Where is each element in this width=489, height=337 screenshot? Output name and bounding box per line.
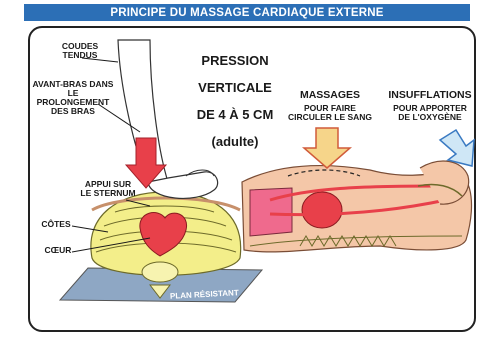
label-massages-sub: POUR FAIRE CIRCULER LE SANG (280, 104, 380, 122)
lateral-body (242, 161, 472, 252)
lateral-heart (302, 192, 342, 228)
label-pression-line3: DE 4 À 5 CM (195, 108, 275, 122)
massage-arrow (304, 128, 350, 168)
label-massages: MASSAGES (282, 90, 378, 101)
label-appui-sternum: APPUI SUR LE STERNUM (80, 180, 136, 198)
label-pression-line4: (adulte) (195, 135, 275, 149)
label-pression-line1: PRESSION (195, 54, 275, 68)
label-insufflations: INSUFFLATIONS (382, 90, 478, 101)
label-avant-bras: AVANT-BRAS DANS LE PROLONGEMENT DES BRAS (32, 80, 114, 116)
label-insufflations-sub: POUR APPORTER DE L'OXYGÈNE (384, 104, 476, 122)
label-coudes-tendus: COUDES TENDUS (50, 42, 110, 60)
label-cotes: CÔTES (38, 220, 74, 229)
label-pression-line2: VERTICALE (195, 81, 275, 95)
label-coeur: CŒUR (40, 246, 76, 255)
label-pression: PRESSION VERTICALE DE 4 À 5 CM (adulte) (195, 40, 275, 163)
